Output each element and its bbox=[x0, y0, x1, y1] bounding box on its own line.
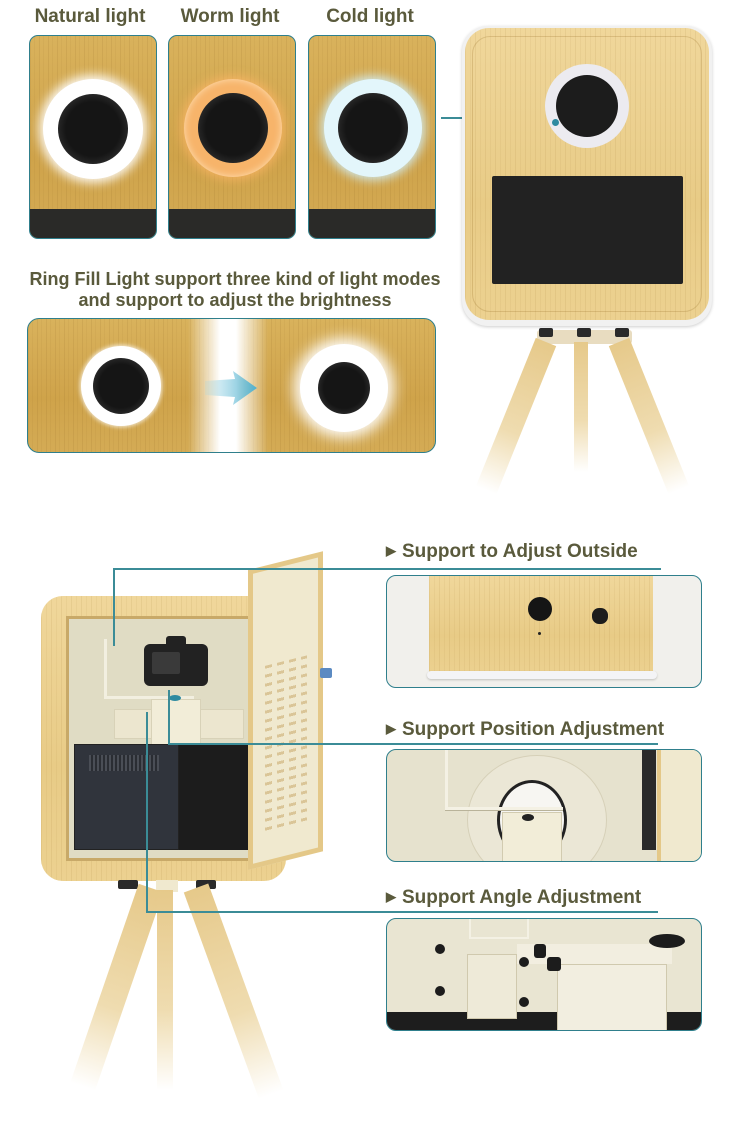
brightness-caption-line1: Ring Fill Light support three kind of li… bbox=[29, 269, 441, 289]
screen-bar bbox=[169, 209, 295, 238]
tripod-leg bbox=[157, 890, 173, 1090]
adjustment-knob-icon bbox=[547, 957, 561, 971]
tripod-leg bbox=[608, 337, 690, 495]
detail-position-adjustment bbox=[386, 749, 702, 862]
brightness-comparison bbox=[27, 318, 436, 453]
computer-unit bbox=[74, 744, 179, 850]
lens-hole-icon bbox=[528, 597, 552, 621]
connector-line bbox=[146, 712, 148, 912]
brightness-caption-line2: and support to adjust the brightness bbox=[78, 290, 392, 310]
tripod-leg bbox=[475, 337, 557, 495]
feature-title-adjust-outside: ▶Support to Adjust Outside bbox=[386, 541, 638, 562]
touch-screen bbox=[492, 176, 683, 284]
triangle-right-icon: ▶ bbox=[386, 543, 396, 558]
pointer-dot bbox=[169, 695, 181, 701]
cold-light-preview bbox=[308, 35, 436, 239]
adjustment-knob-icon bbox=[534, 944, 546, 958]
camera-lens-icon bbox=[93, 358, 149, 414]
feature-title-angle-adjustment: ▶Support Angle Adjustment bbox=[386, 887, 642, 908]
worm-light-preview bbox=[168, 35, 296, 239]
camera-lens-icon bbox=[58, 94, 128, 164]
natural-light-label: Natural light bbox=[34, 6, 146, 27]
connector-line bbox=[168, 690, 170, 744]
camera-lens-icon bbox=[318, 362, 370, 414]
connector-line bbox=[113, 568, 661, 570]
feature-title-position-adjustment: ▶Support Position Adjustment bbox=[386, 719, 665, 740]
brightness-caption: Ring Fill Light support three kind of li… bbox=[0, 269, 470, 311]
camera-bracket bbox=[104, 639, 194, 699]
detail-angle-adjustment bbox=[386, 918, 702, 1031]
pointer-dot bbox=[552, 119, 559, 126]
photo-booth-open bbox=[41, 596, 286, 881]
camera-lens-icon bbox=[556, 75, 618, 137]
adjustment-knob-icon bbox=[592, 608, 608, 624]
adjustment-knob-icon bbox=[649, 934, 685, 948]
tripod-leg bbox=[70, 883, 164, 1091]
camera-lens-icon bbox=[198, 93, 268, 163]
tripod-leg bbox=[574, 342, 588, 472]
worm-light-label: Worm light bbox=[180, 6, 280, 27]
screen-bar bbox=[309, 209, 435, 238]
vent-holes bbox=[265, 655, 307, 836]
camera-lens-icon bbox=[338, 93, 408, 163]
camera bbox=[144, 636, 208, 686]
connector-line bbox=[113, 568, 115, 646]
usb-key bbox=[320, 668, 332, 678]
arrow-right-icon bbox=[205, 371, 257, 405]
connector-line bbox=[168, 743, 658, 745]
detail-adjust-outside bbox=[386, 575, 702, 688]
triangle-right-icon: ▶ bbox=[386, 889, 396, 904]
tripod-leg bbox=[183, 883, 284, 1100]
cold-light-label: Cold light bbox=[326, 6, 414, 27]
tripod-head bbox=[537, 328, 632, 344]
screen-bar bbox=[30, 209, 156, 238]
booth-interior bbox=[66, 616, 276, 861]
triangle-right-icon: ▶ bbox=[386, 721, 396, 736]
connector-line bbox=[146, 911, 658, 913]
cable-area bbox=[179, 744, 249, 850]
natural-light-preview bbox=[29, 35, 157, 239]
photo-booth-front bbox=[462, 26, 712, 326]
booth-door bbox=[248, 551, 323, 870]
